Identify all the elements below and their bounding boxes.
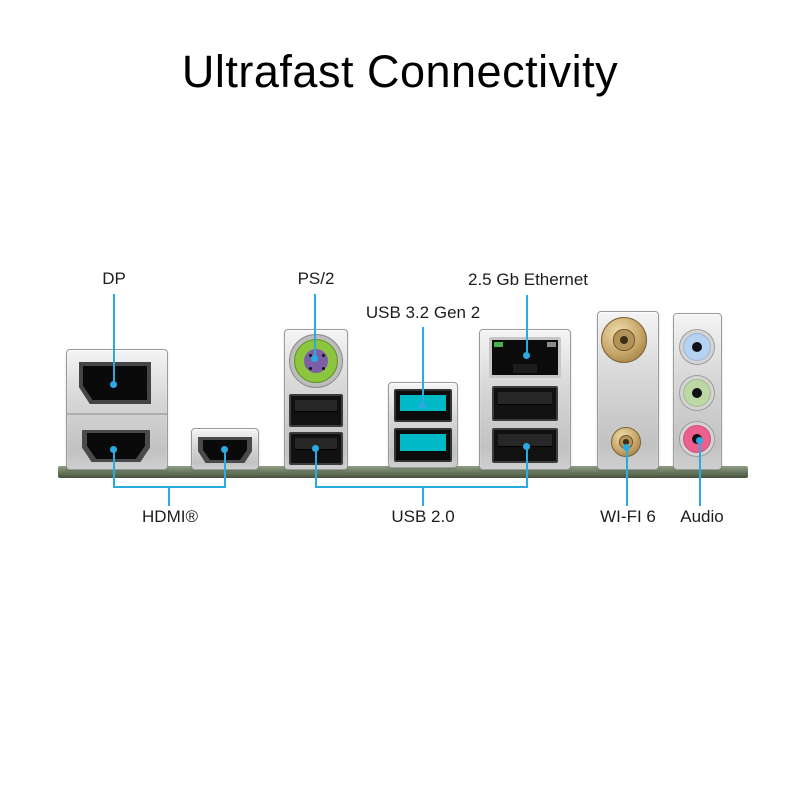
usb2-port [492, 428, 558, 463]
hdmi-callout-line [113, 452, 115, 488]
ethernet-callout-line [526, 295, 528, 353]
usb20-callout-line [315, 451, 317, 488]
dp-label: DP [102, 269, 126, 288]
dp-callout-dot [110, 381, 117, 388]
wifi-label: WI-FI 6 [600, 507, 656, 526]
usb2-port [492, 386, 558, 421]
ethernet-led-right [547, 342, 556, 347]
usb20-label: USB 2.0 [391, 507, 455, 526]
wifi-callout-dot [623, 444, 630, 451]
antenna-connector-bottom [611, 427, 641, 457]
usb20-callout-dot [523, 443, 530, 450]
ps2-pin [322, 354, 325, 357]
ethernet-label: 2.5 Gb Ethernet [467, 270, 589, 289]
ethernet-callout-dot [523, 352, 530, 359]
hdmi-callout-line [168, 486, 170, 506]
ps2-port [289, 334, 343, 388]
usb20-callout-bracket [315, 486, 528, 488]
dp-callout-line [113, 294, 115, 382]
audio-jack-line-out [680, 376, 714, 410]
audio-callout-line [699, 443, 701, 506]
usb20-callout-line [526, 449, 528, 488]
ps2-label: PS/2 [297, 269, 335, 288]
ps2-callout-line [314, 294, 316, 356]
usb2-port [289, 394, 343, 427]
usb20-callout-line [422, 486, 424, 506]
hdmi-callout-dot [221, 446, 228, 453]
hdmi-label: HDMI® [142, 507, 198, 526]
hdmi-callout-line [224, 452, 226, 488]
panel-seam [67, 413, 167, 415]
hdmi-port-1 [82, 430, 150, 462]
usb3-port [394, 428, 452, 462]
ps2-pin [309, 354, 312, 357]
ethernet-led-left [494, 342, 503, 347]
usb32-callout-dot [419, 402, 426, 409]
audio-jack-line-in [680, 330, 714, 364]
usb20-callout-dot [312, 445, 319, 452]
hdmi-callout-dot [110, 446, 117, 453]
audio-callout-dot [696, 437, 703, 444]
ps2-pin [322, 367, 325, 370]
audio-label: Audio [680, 507, 724, 526]
usb32-label: USB 3.2 Gen 2 [365, 303, 481, 322]
ps2-callout-dot [311, 355, 318, 362]
antenna-connector-top [601, 317, 647, 363]
page-title: Ultrafast Connectivity [181, 46, 619, 97]
usb32-callout-line [422, 327, 424, 403]
ps2-pin [309, 367, 312, 370]
wifi-callout-line [626, 450, 628, 506]
